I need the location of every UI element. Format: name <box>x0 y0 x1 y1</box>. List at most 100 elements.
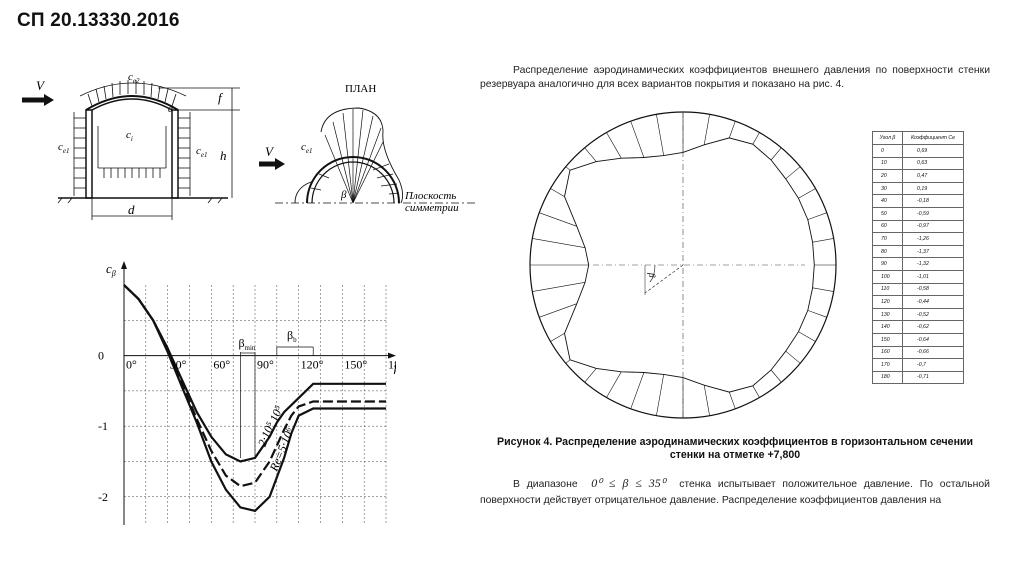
polar-pressure-curve <box>564 137 815 393</box>
angle-cell: 30 <box>872 181 903 196</box>
table-row: 170-0,7 <box>872 358 964 372</box>
polar-ray <box>729 391 736 409</box>
y-tick-label: 0 <box>98 349 104 363</box>
y-axis-label: cβ <box>106 261 116 278</box>
coefficient-cell: -0,71 <box>902 370 964 385</box>
table-row: 110-0,58 <box>872 282 964 297</box>
plan-pressure-arrows <box>310 109 400 204</box>
beta-b-sub: b <box>293 336 297 344</box>
angle-cell: 0 <box>872 144 903 158</box>
angle-cell: 50 <box>872 206 903 221</box>
beta-b-annotation: βb <box>287 328 297 344</box>
polar-ray <box>785 350 801 364</box>
x-tick-label: 30° <box>170 358 187 372</box>
ci-label: ci <box>126 129 133 143</box>
table-row: 100-1,01 <box>872 269 964 284</box>
document-title: СП 20.13330.2016 <box>17 10 180 31</box>
polar-beta-label: β <box>647 272 657 278</box>
coefficient-cell: -0,52 <box>902 307 964 322</box>
angle-cell: 130 <box>872 307 903 322</box>
plan-beta-label: β <box>340 189 347 201</box>
tank-walls <box>85 95 179 199</box>
y-tick-label: -1 <box>98 419 108 433</box>
coefficient-cell: 0,47 <box>902 169 964 183</box>
polar-ray <box>539 303 577 318</box>
polar-ray <box>550 333 565 342</box>
dimension-lines <box>91 87 240 220</box>
coefficient-cell: 0,69 <box>902 144 964 158</box>
coefficient-cell: -0,18 <box>902 194 964 208</box>
angle-cell: 60 <box>872 219 903 234</box>
roof-pressure-arrows <box>79 80 187 107</box>
body-rest: стенка испытывает положительное давление… <box>480 479 990 506</box>
table-row: 40-0,18 <box>872 194 964 208</box>
chart-series <box>123 284 386 513</box>
figure-caption-line-2: стенки на отметке +7,800 <box>669 449 801 461</box>
x-tick-label: 60° <box>213 358 230 372</box>
table-header-row: Угол β Коэффициент Се <box>872 131 964 145</box>
polar-ray <box>770 147 782 161</box>
chart-grid <box>121 261 396 525</box>
plan-ce1-label: ce1 <box>301 141 313 155</box>
coefficient-cell: -1,26 <box>902 232 964 246</box>
polar-ray <box>656 374 664 416</box>
section-diagram: V ce2 ci ce1 ce1 <box>22 71 240 220</box>
beta-min-annotation: βmin <box>238 336 255 352</box>
coefficient-cell: -0,62 <box>902 320 964 334</box>
polar-ray <box>807 310 827 318</box>
polar-ray <box>584 147 597 162</box>
polar-ray <box>630 121 645 158</box>
angle-cell: 180 <box>872 370 903 385</box>
body-paragraph: В диапазоне 0⁰ ≤ β ≤ 35⁰ стенка испытыва… <box>480 475 990 509</box>
column-header-angle: Угол β <box>872 131 903 145</box>
polar-ray <box>785 166 801 180</box>
polar-ray <box>532 238 586 248</box>
table-row: 50-0,59 <box>872 206 964 221</box>
plan-diagram: ПЛАН V ce1 β Плоскость симметрии <box>259 83 475 214</box>
h-label: h <box>220 148 227 163</box>
polar-ray <box>656 114 664 156</box>
coefficient-cell: -0,44 <box>902 295 964 309</box>
polar-pressure-rays <box>530 112 836 418</box>
coefficient-cell: -0,58 <box>902 282 964 297</box>
x-tick-label: 120° <box>301 358 324 372</box>
series-label-1: 10⁵ <box>267 404 286 424</box>
polar-ray <box>606 371 622 398</box>
polar-ray <box>550 188 565 197</box>
angle-cell: 100 <box>872 269 903 284</box>
angle-cell: 40 <box>872 194 903 208</box>
ce2-label: ce2 <box>128 71 140 85</box>
angle-cell: 70 <box>872 232 903 246</box>
angle-cell: 110 <box>872 282 903 297</box>
wind-arrow-icon <box>22 94 54 106</box>
column-header-coefficient: Коэффициент Се <box>902 131 964 145</box>
right-wall-arrows <box>178 112 191 196</box>
polar-ray <box>807 212 827 220</box>
alpha-label: α <box>168 104 174 115</box>
y-axis-arrow <box>121 261 127 269</box>
polar-ray <box>532 282 586 292</box>
plan-title: ПЛАН <box>345 83 376 95</box>
angle-cell: 160 <box>872 345 903 360</box>
coefficient-cell: -1,01 <box>902 269 964 284</box>
y-axis-label-sub: β <box>111 269 116 278</box>
table-row: 160-0,66 <box>872 345 964 360</box>
table-row: 80-1,37 <box>872 244 964 259</box>
y-tick-label: -2 <box>98 490 108 504</box>
table-row: 60-0,97 <box>872 219 964 234</box>
polar-ray <box>584 368 597 383</box>
ce1-left-label: ce1 <box>58 141 70 155</box>
polar-ray <box>770 369 782 383</box>
ce1-right-label: ce1 <box>196 145 208 159</box>
beta-min-sub: min <box>245 344 256 352</box>
cbeta-chart: 0°30°60°90°120°150°180°0-1-2cβββminβb10⁵… <box>98 261 396 525</box>
polar-ray <box>798 331 816 342</box>
table-row: 130-0,52 <box>872 307 964 322</box>
coefficient-cell: -0,7 <box>902 358 964 372</box>
plan-wind-arrow-icon <box>259 158 285 170</box>
d-label: d <box>128 202 135 217</box>
